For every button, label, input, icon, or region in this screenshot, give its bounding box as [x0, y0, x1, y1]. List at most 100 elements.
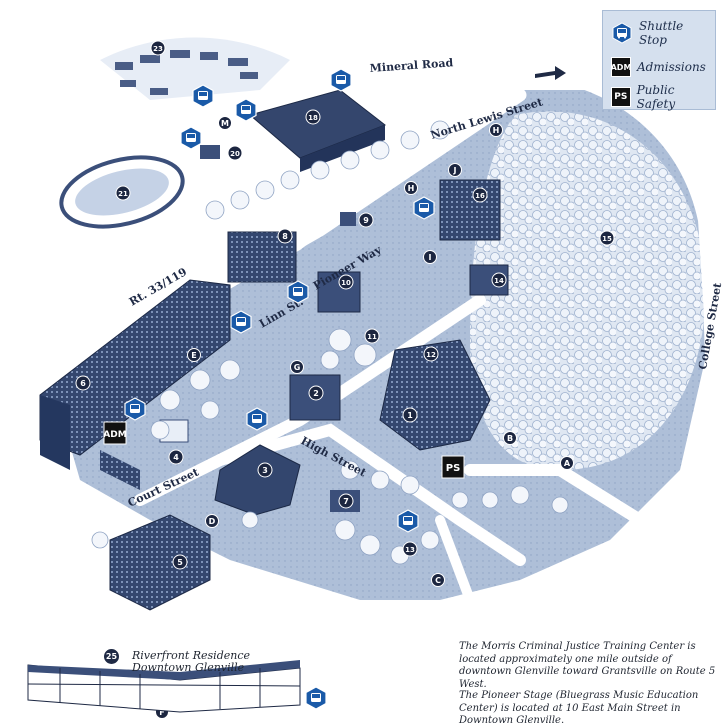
- svg-text:I: I: [429, 253, 432, 262]
- svg-text:4: 4: [173, 453, 179, 462]
- riverfront-residence-building: [27, 660, 301, 713]
- svg-text:H: H: [408, 184, 415, 193]
- building-marker-9[interactable]: 9: [358, 212, 374, 228]
- svg-text:7: 7: [343, 497, 349, 506]
- lot-marker-m[interactable]: M: [218, 116, 232, 130]
- svg-text:10: 10: [341, 279, 351, 287]
- svg-text:11: 11: [367, 333, 377, 341]
- svg-text:G: G: [294, 363, 301, 372]
- svg-text:14: 14: [494, 277, 504, 285]
- shuttle-stop-2[interactable]: [192, 84, 214, 108]
- svg-text:3: 3: [262, 466, 268, 475]
- building-marker-8[interactable]: 8: [277, 228, 293, 244]
- svg-text:20: 20: [230, 150, 240, 158]
- lot-marker-b[interactable]: B: [503, 431, 517, 445]
- building-marker-11[interactable]: 11: [364, 328, 380, 344]
- legend-shuttle: Shuttle Stop: [611, 19, 715, 47]
- note-morris-center: The Morris Criminal Justice Training Cen…: [459, 641, 716, 690]
- shuttle-stop-5[interactable]: [413, 196, 435, 220]
- svg-text:PS: PS: [446, 463, 461, 474]
- svg-text:M: M: [221, 119, 229, 128]
- svg-text:13: 13: [405, 546, 415, 554]
- riverfront-number: 25: [104, 649, 119, 664]
- svg-text:23: 23: [153, 45, 163, 53]
- lot-marker-j[interactable]: J: [448, 163, 462, 177]
- direction-arrow: [535, 66, 566, 80]
- legend-public-safety-label: Public Safety: [636, 83, 676, 111]
- svg-text:F: F: [159, 708, 164, 717]
- svg-text:D: D: [209, 517, 216, 526]
- building-marker-16[interactable]: 16: [472, 187, 488, 203]
- bus-icon: [612, 22, 632, 44]
- lot-marker-h[interactable]: H: [489, 123, 503, 137]
- svg-text:9: 9: [363, 216, 369, 225]
- svg-text:12: 12: [426, 351, 436, 359]
- lot-marker-d[interactable]: D: [205, 514, 219, 528]
- building-marker-23[interactable]: 23: [150, 40, 166, 56]
- building-marker-18[interactable]: 18: [305, 109, 321, 125]
- riverfront-label: 25 Riverfront Residence Downtown Glenvil…: [104, 649, 250, 674]
- legend-shuttle-label: Shuttle Stop: [639, 19, 684, 47]
- shuttle-stop-10[interactable]: [397, 509, 419, 533]
- lot-marker-c[interactable]: C: [431, 573, 445, 587]
- admissions-marker[interactable]: ADM: [103, 421, 127, 445]
- buildings: [39, 89, 509, 611]
- building-marker-6[interactable]: 6: [75, 375, 91, 391]
- svg-text:2: 2: [313, 389, 319, 398]
- lot-marker-i[interactable]: I: [423, 250, 437, 264]
- shuttle-stop-8[interactable]: [124, 397, 146, 421]
- lot-marker-h[interactable]: H: [404, 181, 418, 195]
- svg-text:16: 16: [475, 192, 485, 200]
- lot-marker-a[interactable]: A: [560, 456, 574, 470]
- shuttle-stop-3[interactable]: [235, 98, 257, 122]
- building-marker-20[interactable]: 20: [227, 145, 243, 161]
- shuttle-stop-1[interactable]: [330, 68, 352, 92]
- svg-text:E: E: [191, 351, 196, 360]
- building-marker-12[interactable]: 12: [423, 346, 439, 362]
- building-marker-7[interactable]: 7: [338, 493, 354, 509]
- svg-text:A: A: [564, 459, 571, 468]
- building-marker-15[interactable]: 15: [599, 230, 615, 246]
- shuttle-stop-11[interactable]: [305, 686, 327, 710]
- shuttle-stop-6[interactable]: [287, 280, 309, 304]
- legend-admissions: ADM Admissions: [611, 57, 706, 77]
- shuttle-stop-7[interactable]: [230, 310, 252, 334]
- svg-text:C: C: [435, 576, 441, 585]
- svg-text:18: 18: [308, 114, 318, 122]
- lot-marker-e[interactable]: E: [187, 348, 201, 362]
- svg-text:J: J: [453, 166, 457, 175]
- riverfront-line2: Downtown Glenville: [132, 661, 245, 674]
- svg-text:5: 5: [177, 558, 183, 567]
- shuttle-stop-4[interactable]: [180, 126, 202, 150]
- building-marker-5[interactable]: 5: [172, 554, 188, 570]
- map-legend: Shuttle Stop ADM Admissions PS Public Sa…: [602, 10, 716, 111]
- street-mineral-road: Mineral Road: [369, 56, 454, 75]
- public-safety-icon: PS: [611, 87, 631, 107]
- svg-text:1: 1: [407, 411, 413, 420]
- legend-public-safety: PS Public Safety: [611, 83, 715, 111]
- svg-text:6: 6: [80, 379, 86, 388]
- public-safety-marker[interactable]: PS: [441, 455, 465, 479]
- building-marker-4[interactable]: 4: [168, 449, 184, 465]
- svg-text:8: 8: [282, 232, 288, 241]
- shuttle-stops: [124, 68, 435, 710]
- note-pioneer-stage: The Pioneer Stage (Bluegrass Music Educa…: [459, 690, 699, 726]
- lot-marker-g[interactable]: G: [290, 360, 304, 374]
- building-marker-2[interactable]: 2: [308, 385, 324, 401]
- building-marker-21[interactable]: 21: [115, 185, 131, 201]
- building-marker-3[interactable]: 3: [257, 462, 273, 478]
- svg-text:21: 21: [118, 190, 128, 198]
- svg-text:ADM: ADM: [103, 430, 126, 440]
- building-marker-14[interactable]: 14: [491, 272, 507, 288]
- legend-admissions-label: Admissions: [637, 60, 706, 74]
- building-marker-13[interactable]: 13: [402, 541, 418, 557]
- building-marker-1[interactable]: 1: [402, 407, 418, 423]
- svg-text:B: B: [507, 434, 513, 443]
- lot-markers: A B C D E F G H H I J M: [155, 116, 574, 719]
- admissions-icon: ADM: [611, 57, 631, 77]
- building-marker-10[interactable]: 10: [338, 274, 354, 290]
- apartments-23: [100, 37, 290, 100]
- shuttle-stop-9[interactable]: [246, 407, 268, 431]
